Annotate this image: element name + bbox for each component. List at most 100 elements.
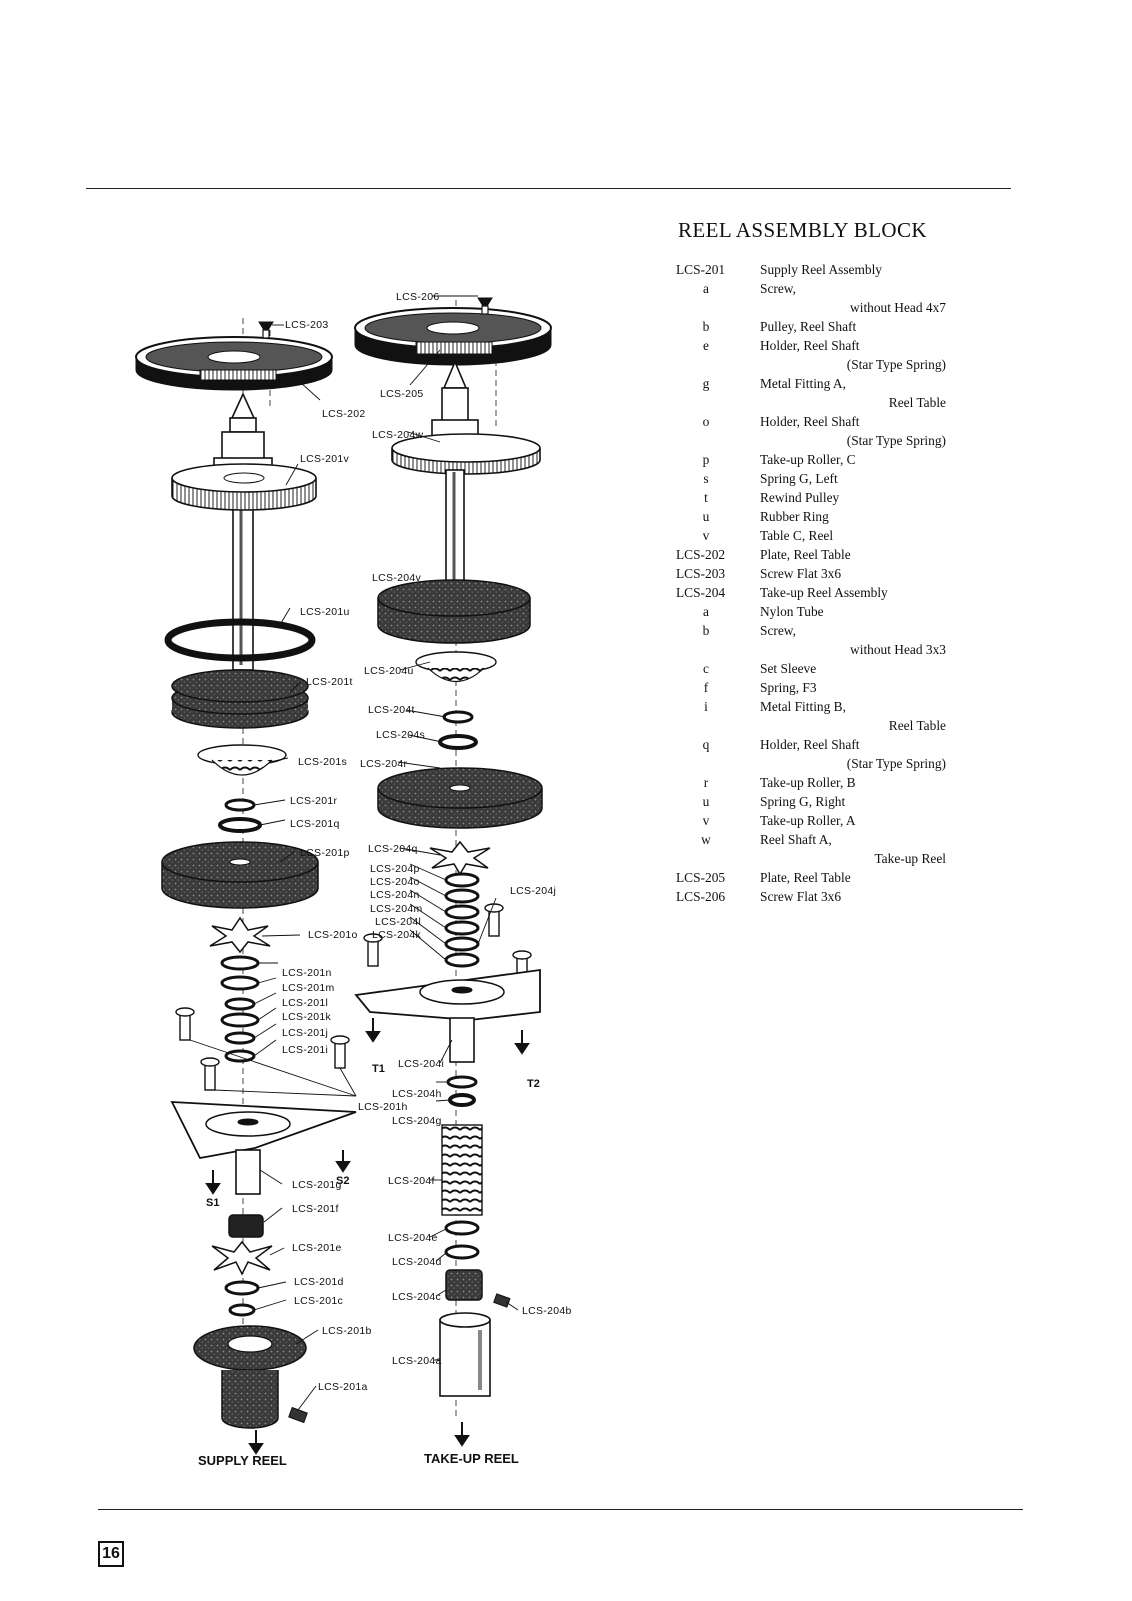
takeup-washer-h [446, 1075, 478, 1089]
label-lcs204i: LCS-204i [398, 1058, 444, 1070]
takeup-roller-b [377, 767, 543, 829]
part-description: Set Sleeve [760, 661, 817, 676]
parts-list-item: LCS-203 Screw Flat 3x6 [676, 566, 946, 585]
label-lcs201e: LCS-201e [292, 1242, 342, 1254]
label-lcs204j: LCS-204j [510, 885, 556, 897]
part-code: u [702, 794, 710, 809]
label-lcs201o: LCS-201o [308, 929, 358, 941]
bottom-rule [98, 1509, 1023, 1510]
label-lcs201g: LCS-201g [292, 1179, 342, 1191]
part-description: Plate, Reel Table [760, 547, 851, 562]
label-lcs201l: LCS-201l [282, 997, 328, 1009]
takeup-reel-stack [354, 297, 552, 1447]
part-code: a [703, 604, 709, 619]
supply-arrows [205, 1150, 351, 1455]
part-code: p [702, 452, 710, 467]
block-title: REEL ASSEMBLY BLOCK [678, 218, 927, 242]
label-lcs204n: LCS-204n [370, 889, 420, 901]
supply-reel-table-plate [135, 336, 333, 391]
part-description-continued: (Star Type Spring) [846, 433, 946, 448]
label-lcs204e: LCS-204e [388, 1232, 438, 1244]
part-description-continued: without Head 3x3 [850, 642, 946, 657]
takeup-washer-d [444, 1244, 480, 1260]
label-lcs203: LCS-203 [285, 319, 329, 331]
takeup-metal-fitting-b [354, 968, 541, 1063]
takeup-set-sleeve [445, 1269, 483, 1301]
part-code: r [703, 775, 709, 790]
part-description: Holder, Reel Shaft [760, 414, 860, 429]
part-description-continued: Reel Table [888, 395, 946, 410]
part-code: LCS-206 [676, 889, 726, 904]
part-code: i [704, 699, 708, 714]
part-description: Spring G, Right [760, 794, 846, 809]
label-lcs204v: LCS-204v [372, 572, 422, 584]
part-description-continued: Reel Table [888, 718, 946, 733]
parts-list-item-continuation: Take-up Reel [676, 851, 946, 870]
label-lcs204r: LCS-204r [360, 758, 408, 770]
label-lcs201r: LCS-201r [290, 795, 338, 807]
part-code: b [702, 319, 710, 334]
part-description: Take-up Reel Assembly [760, 585, 888, 600]
supply-rubber-ring [164, 618, 316, 662]
part-description: Take-up Roller, B [760, 775, 856, 790]
label-lcs204c: LCS-204c [392, 1291, 441, 1303]
part-description: Spring G, Left [760, 471, 838, 486]
label-lcs201k: LCS-201k [282, 1011, 332, 1023]
signal-s1: S1 [206, 1197, 219, 1209]
label-lcs201u: LCS-201u [300, 606, 350, 618]
supply-takeup-roller-c [161, 841, 319, 909]
label-lcs201c: LCS-201c [294, 1295, 343, 1307]
part-description: Take-up Roller, A [760, 813, 856, 828]
part-description: Holder, Reel Shaft [760, 338, 860, 353]
label-lcs206: LCS-206 [396, 291, 440, 303]
part-description: Screw, [760, 623, 796, 638]
label-lcs201b: LCS-201b [322, 1325, 372, 1337]
part-code: v [702, 528, 710, 543]
takeup-roller-a [377, 579, 531, 644]
part-code: b [702, 623, 710, 638]
parts-list-item: LCS-206 Screw Flat 3x6 [676, 889, 946, 908]
label-lcs201h: LCS-201h [358, 1101, 408, 1113]
parts-list-item-continuation: without Head 4x7 [676, 300, 946, 319]
part-description: Screw Flat 3x6 [760, 566, 842, 581]
parts-list-item: u Spring G, Right [676, 794, 946, 813]
part-code: g [702, 376, 710, 391]
label-lcs204w: LCS-204w [372, 429, 424, 441]
top-rule [86, 188, 1011, 189]
parts-list-item-continuation: (Star Type Spring) [676, 433, 946, 452]
takeup-washer-e [444, 1220, 480, 1236]
part-labels: LCS-206 LCS-203 LCS-202 LCS-205 LCS-204w… [282, 291, 572, 1393]
part-description: Pulley, Reel Shaft [760, 319, 857, 334]
label-lcs201j: LCS-201j [282, 1027, 328, 1039]
supply-holder-f [228, 1214, 264, 1238]
label-lcs201i: LCS-201i [282, 1044, 328, 1056]
supply-table-c-reel [171, 463, 317, 511]
takeup-spring-g-right [415, 651, 497, 682]
supply-reel-stack [135, 318, 357, 1455]
label-lcs201v: LCS-201v [300, 453, 350, 465]
part-description-continued: Take-up Reel [874, 851, 946, 866]
label-lcs204f: LCS-204f [388, 1175, 435, 1187]
label-lcs204b: LCS-204b [522, 1305, 572, 1317]
supply-washer-q [218, 817, 262, 833]
takeup-washer-stack [444, 872, 480, 968]
part-description: Screw Flat 3x6 [760, 889, 842, 904]
part-code: w [701, 832, 711, 847]
label-lcs201d: LCS-201d [294, 1276, 344, 1288]
supply-washer-r [224, 798, 256, 812]
label-lcs201s: LCS-201s [298, 756, 347, 768]
supply-washer-c [228, 1303, 256, 1317]
part-code: LCS-203 [676, 566, 726, 581]
signal-t1: T1 [372, 1063, 385, 1075]
label-lcs204a: LCS-204a [392, 1355, 442, 1367]
